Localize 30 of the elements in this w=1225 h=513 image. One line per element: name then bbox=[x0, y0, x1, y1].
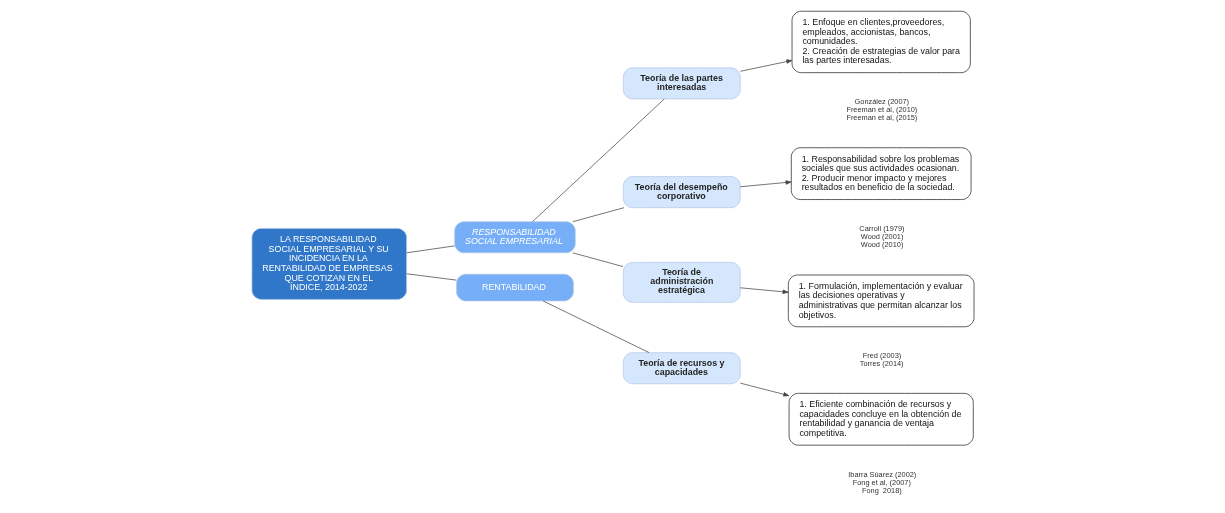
arrow bbox=[739, 382, 789, 397]
node-label: Wood (2010) bbox=[860, 240, 903, 250]
arrow bbox=[739, 59, 792, 72]
node-label: González (2007) bbox=[854, 96, 909, 106]
connector bbox=[531, 98, 665, 223]
connector bbox=[572, 252, 623, 267]
node-box: Teoría de administración estratégica bbox=[622, 262, 741, 303]
connector bbox=[542, 300, 649, 353]
node-box: LA RESPONSABILIDAD SOCIAL EMPRESARIAL Y SU INCIDENCIA EN LA RENTABILIDAD DE EMPRESAS QUE COTIZAN EN EL ÍNDICE, 2014-2022 bbox=[251, 228, 407, 300]
node-label: Fong et al, (2007) bbox=[852, 477, 911, 487]
node-label: Fred (2003) bbox=[862, 350, 901, 360]
node-label: Wood (2001) bbox=[860, 232, 903, 242]
node-box: Teoría de las partes interesadas bbox=[622, 67, 741, 100]
connector bbox=[405, 273, 457, 281]
arrow bbox=[739, 180, 791, 188]
connector bbox=[572, 207, 624, 223]
node-box: 1. Eficiente combinación de recursos y capacidades concluye en la obtención de rentabilidad y ganancia de ventaja competitiva. bbox=[788, 393, 974, 446]
node-label: Freeman et al, (2015) bbox=[845, 113, 917, 122]
node-label: Ibarra Súarez (2002) bbox=[847, 469, 916, 479]
node-box: RESPONSABILIDAD SOCIAL EMPRESARIAL bbox=[453, 221, 576, 254]
node-box: Teoría del desempeño corporativo bbox=[622, 176, 741, 209]
node-box: 1. Enfoque en clientes,proveedores, empleados, accionistas, bancos, comunidades. 2. Creación de estrategias de valor para las partes interesadas. bbox=[791, 10, 971, 74]
arrow bbox=[739, 287, 789, 294]
node-label: Carroll (1979) bbox=[858, 223, 904, 233]
node-box: 1. Responsabilidad sobre los problemas sociales que sus actividades ocasionan. 2. Producir menor impacto y mejores resultados en beneficio de la sociedad. bbox=[790, 147, 971, 200]
node-label: Torres (2014) bbox=[859, 359, 904, 368]
node-box: RENTABILIDAD bbox=[455, 273, 574, 302]
node-box: Teoría de recursos y capacidades bbox=[622, 352, 741, 385]
connector bbox=[405, 245, 455, 254]
node-box: 1. Formulación, implementación y evaluar las decisiones operativas y administrativas que permitan alcanzar los objetivos. bbox=[787, 274, 974, 328]
